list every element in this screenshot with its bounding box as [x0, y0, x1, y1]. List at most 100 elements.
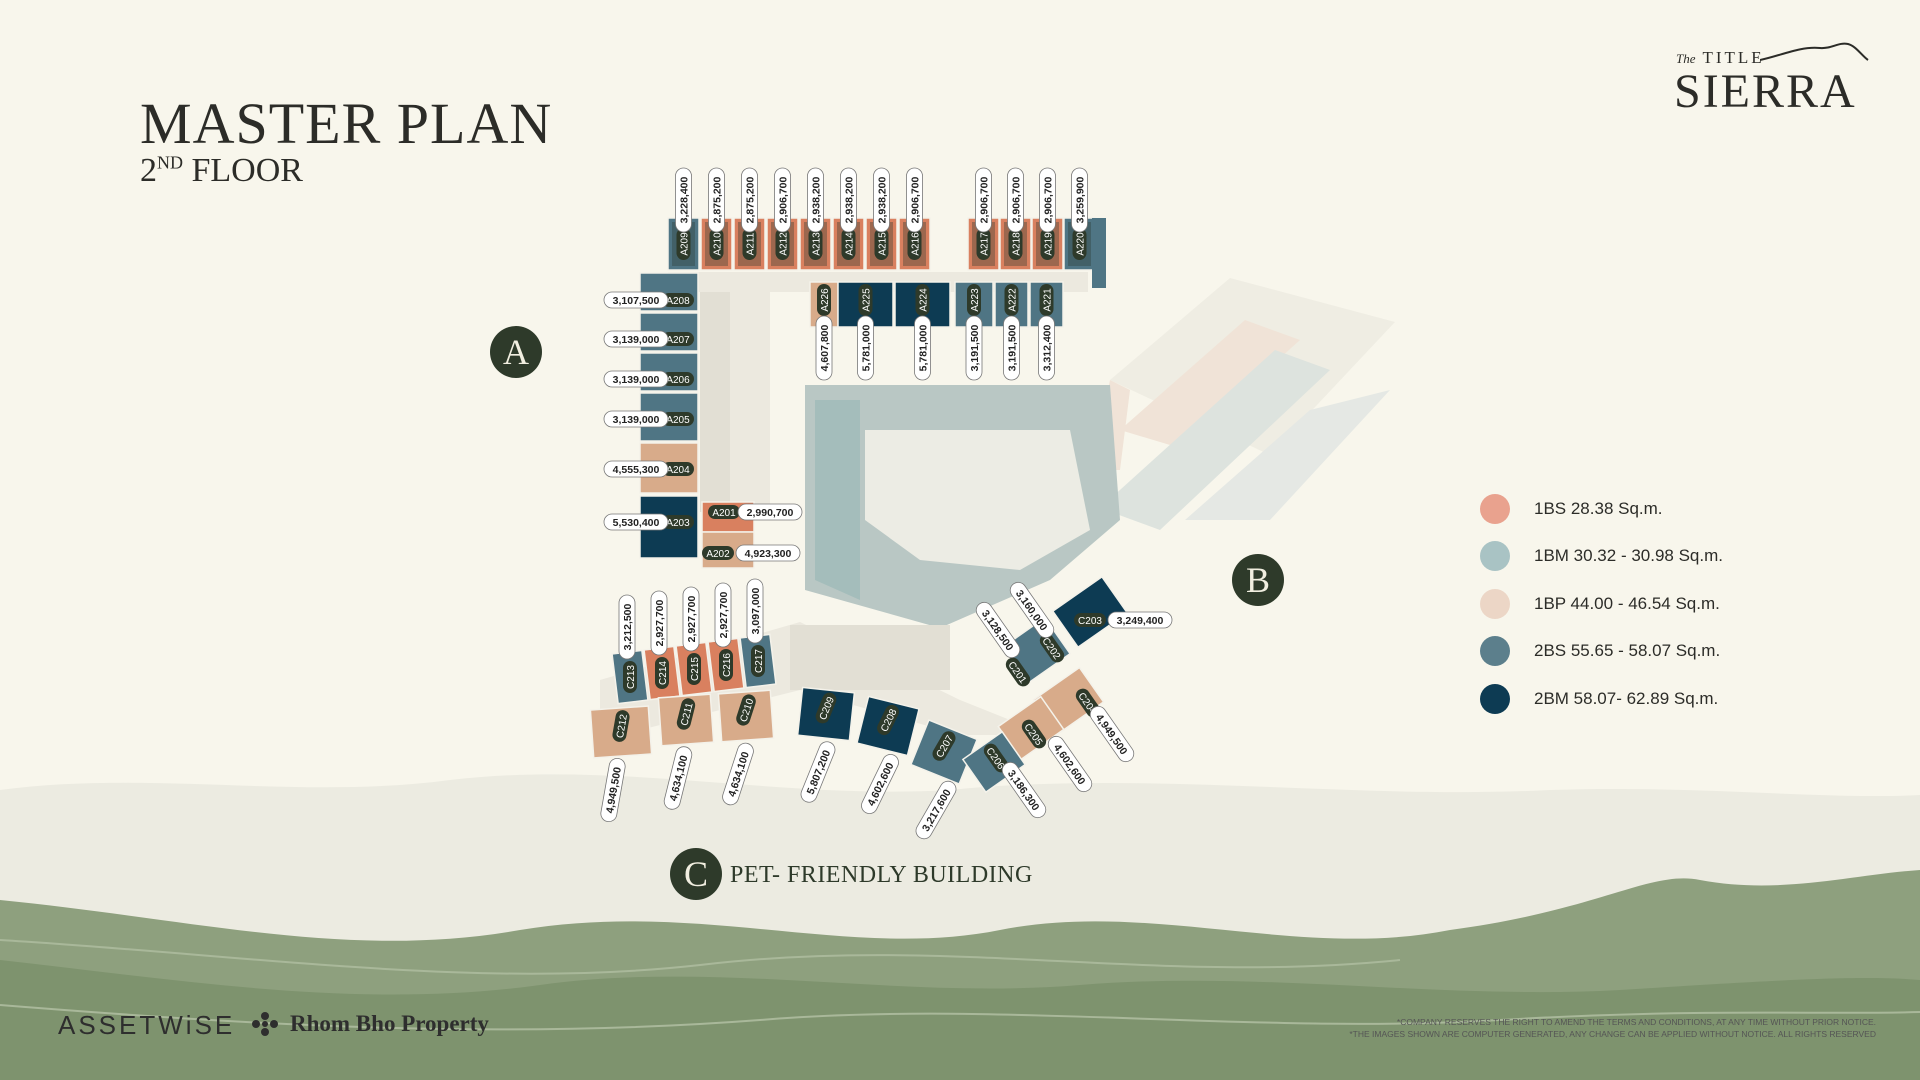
unit-id-label: A214: [841, 228, 856, 260]
unit-price-tag: 2,927,700: [714, 582, 732, 648]
unit-id-label: A211: [742, 228, 757, 260]
svg-text:2,906,700: 2,906,700: [979, 176, 991, 223]
unit-price-tag: 3,228,400: [675, 167, 692, 233]
unit-price-tag: 4,602,600: [861, 754, 899, 814]
svg-text:A218: A218: [1012, 232, 1023, 256]
unit-price-tag: 2,906,700: [975, 167, 992, 233]
svg-text:A217: A217: [980, 232, 991, 256]
unit-id-label: C213: [623, 661, 637, 693]
unit-price-tag: 3,097,000: [746, 578, 764, 644]
unit-price-tag: 2,875,200: [708, 167, 725, 233]
svg-text:2,875,200: 2,875,200: [745, 176, 757, 223]
unit-price-tag: 3,212,500: [618, 594, 636, 660]
unit-id-label: C212: [612, 710, 630, 742]
svg-text:A204: A204: [666, 465, 690, 476]
legend-item: 1BP 44.00 - 46.54 Sq.m.: [1480, 580, 1723, 628]
svg-text:3,312,400: 3,312,400: [1042, 324, 1054, 371]
mountain-icon: [1760, 42, 1869, 61]
building-a-badge: A: [490, 326, 542, 378]
floor-subtitle: 2ND FLOOR: [140, 152, 303, 189]
legend-swatch: [1480, 493, 1510, 524]
svg-text:3,259,900: 3,259,900: [1075, 176, 1087, 223]
unit-price-tag: 2,990,700: [737, 503, 803, 521]
svg-text:A207: A207: [666, 335, 690, 346]
unit-id-label: A217: [976, 228, 991, 260]
unit-price-tag: 3,191,500: [1003, 315, 1020, 381]
svg-text:2,875,200: 2,875,200: [712, 176, 724, 223]
svg-text:C216: C216: [722, 653, 733, 677]
svg-text:3,107,500: 3,107,500: [613, 295, 660, 307]
unit-price-tag: 3,107,500: [603, 291, 669, 309]
svg-text:2,906,700: 2,906,700: [1043, 176, 1055, 223]
legend-item: 2BS 55.65 - 58.07 Sq.m.: [1480, 628, 1723, 676]
svg-text:C215: C215: [690, 657, 701, 681]
unit-id-label: A203: [662, 515, 694, 529]
svg-text:3,191,500: 3,191,500: [969, 324, 981, 371]
unit-price-tag: 5,781,000: [914, 315, 931, 381]
pet-friendly-caption: PET- FRIENDLY BUILDING: [730, 862, 1033, 888]
legend-item: 1BM 30.32 - 30.98 Sq.m.: [1480, 533, 1723, 581]
unit-block: [1051, 575, 1129, 649]
svg-text:A222: A222: [1008, 288, 1019, 312]
svg-text:3,212,500: 3,212,500: [622, 603, 634, 650]
unit-id-label: A205: [662, 412, 694, 426]
legend-swatch: [1480, 588, 1510, 619]
unit-id-label: A202: [702, 546, 734, 560]
unit-price-tag: 2,938,200: [840, 167, 857, 233]
unit-price-tag: 2,938,200: [807, 167, 824, 233]
legend-item: 1BS 28.38 Sq.m.: [1480, 485, 1723, 533]
svg-text:2,927,700: 2,927,700: [718, 591, 730, 638]
rhombho-logo: Rhom Bho Property: [250, 1011, 489, 1037]
unit-id-label: C216: [719, 649, 733, 681]
unit-price-tag: 3,191,500: [965, 315, 983, 381]
unit-id-label: A215: [874, 228, 889, 260]
unit-price-tag: 5,530,400: [603, 513, 669, 531]
legend-swatch: [1480, 541, 1510, 572]
unit-price-tag: 3,186,300: [1001, 761, 1047, 819]
unit-price-tag: 3,312,400: [1038, 315, 1055, 381]
svg-text:C214: C214: [658, 661, 669, 685]
svg-text:C213: C213: [626, 665, 637, 689]
disclaimer: *COMPANY RESERVES THE RIGHT TO AMEND THE…: [1349, 1017, 1876, 1039]
svg-text:2,990,700: 2,990,700: [747, 507, 794, 519]
svg-text:A203: A203: [666, 518, 690, 529]
unit-id-label: A222: [1004, 284, 1019, 316]
unit-id-label: A220: [1072, 228, 1087, 260]
unit-price-tag: 2,906,700: [1007, 167, 1024, 233]
rhombho-mark-icon: [252, 1012, 278, 1036]
unit-id-label: C214: [655, 657, 669, 689]
unit-price-tag: 2,875,200: [741, 167, 758, 233]
svg-text:5,781,000: 5,781,000: [861, 324, 873, 371]
svg-text:5,530,400: 5,530,400: [613, 517, 660, 529]
legend-swatch: [1480, 636, 1510, 667]
svg-text:3,139,000: 3,139,000: [613, 414, 660, 426]
unit-price-tag: 2,906,700: [774, 167, 791, 233]
unit-id-label: A210: [709, 228, 724, 260]
unit-price-tag: 4,607,800: [815, 315, 833, 381]
unit-id-label: A225: [858, 284, 873, 316]
unit-price-tag: 4,949,500: [600, 757, 626, 823]
unit-id-label: A204: [662, 462, 694, 476]
unit-id-label: A216: [907, 228, 922, 260]
svg-text:A224: A224: [919, 288, 930, 312]
unit-price-tag: 3,128,500: [975, 601, 1021, 659]
unit-id-label: A208: [662, 293, 694, 307]
svg-text:C217: C217: [754, 649, 765, 673]
unit-price-tag: 3,217,600: [915, 780, 957, 840]
unit-id-label: A213: [808, 228, 823, 260]
unit-id-label: A218: [1008, 228, 1023, 260]
unit-id-label: C203: [1074, 613, 1106, 627]
svg-text:A221: A221: [1043, 288, 1054, 312]
svg-text:2,938,200: 2,938,200: [877, 176, 889, 223]
unit-price-tag: 4,923,300: [735, 544, 801, 562]
svg-text:A220: A220: [1076, 232, 1087, 256]
svg-text:3,139,000: 3,139,000: [613, 334, 660, 346]
svg-text:A215: A215: [878, 232, 889, 256]
svg-text:2,906,700: 2,906,700: [778, 176, 790, 223]
svg-text:A205: A205: [666, 415, 690, 426]
svg-text:2,906,700: 2,906,700: [910, 176, 922, 223]
unit-price-tag: 3,139,000: [603, 370, 669, 388]
unit-price-tag: 3,139,000: [603, 410, 669, 428]
svg-text:C203: C203: [1078, 616, 1102, 627]
